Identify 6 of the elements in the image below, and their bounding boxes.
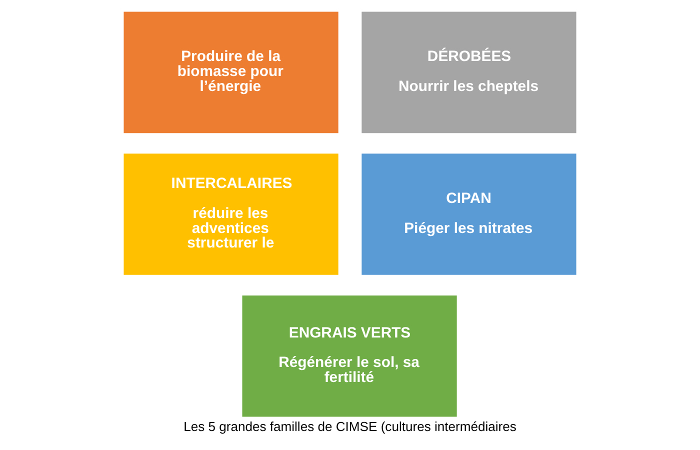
node-box: ENGRAIS VERTS Régénérer le sol, sa fertilité bbox=[242, 295, 457, 417]
caption: Les 5 grandes familles de CIMSE (cultures intermédiaires bbox=[184, 418, 516, 434]
node-box: Produire de la biomasse pour l’énergie bbox=[124, 12, 338, 134]
node-box: INTERCALAIRES réduire les adventices structurer le bbox=[124, 154, 338, 275]
node-box: DÉROBÉES Nourrir les cheptels bbox=[362, 12, 576, 134]
node-box: CIPAN Piéger les nitrates bbox=[362, 154, 576, 275]
